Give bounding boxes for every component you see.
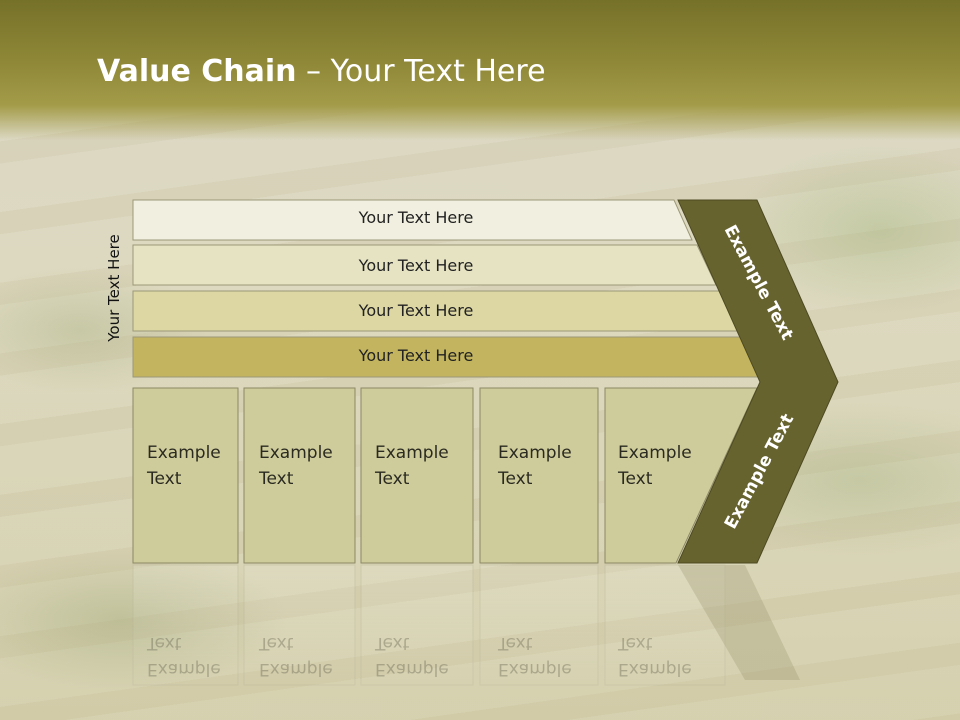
bar-label-3: Your Text Here (358, 301, 474, 320)
title-band (0, 0, 960, 140)
column-5 (604, 387, 758, 564)
bar-label-1: Your Text Here (358, 208, 474, 227)
column-3 (360, 387, 474, 564)
column-4 (479, 387, 599, 564)
slide-title: Value Chain – Your Text Here (97, 54, 546, 89)
column-1 (132, 387, 239, 564)
column-2 (243, 387, 356, 564)
title-rest: – Your Text Here (296, 54, 546, 89)
chevron-arrow (677, 199, 839, 564)
reflection (132, 564, 800, 686)
bar-1 (132, 199, 693, 241)
bar-label-4: Your Text Here (358, 346, 474, 365)
title-bold: Value Chain (97, 54, 297, 89)
bar-label-2: Your Text Here (358, 256, 474, 275)
